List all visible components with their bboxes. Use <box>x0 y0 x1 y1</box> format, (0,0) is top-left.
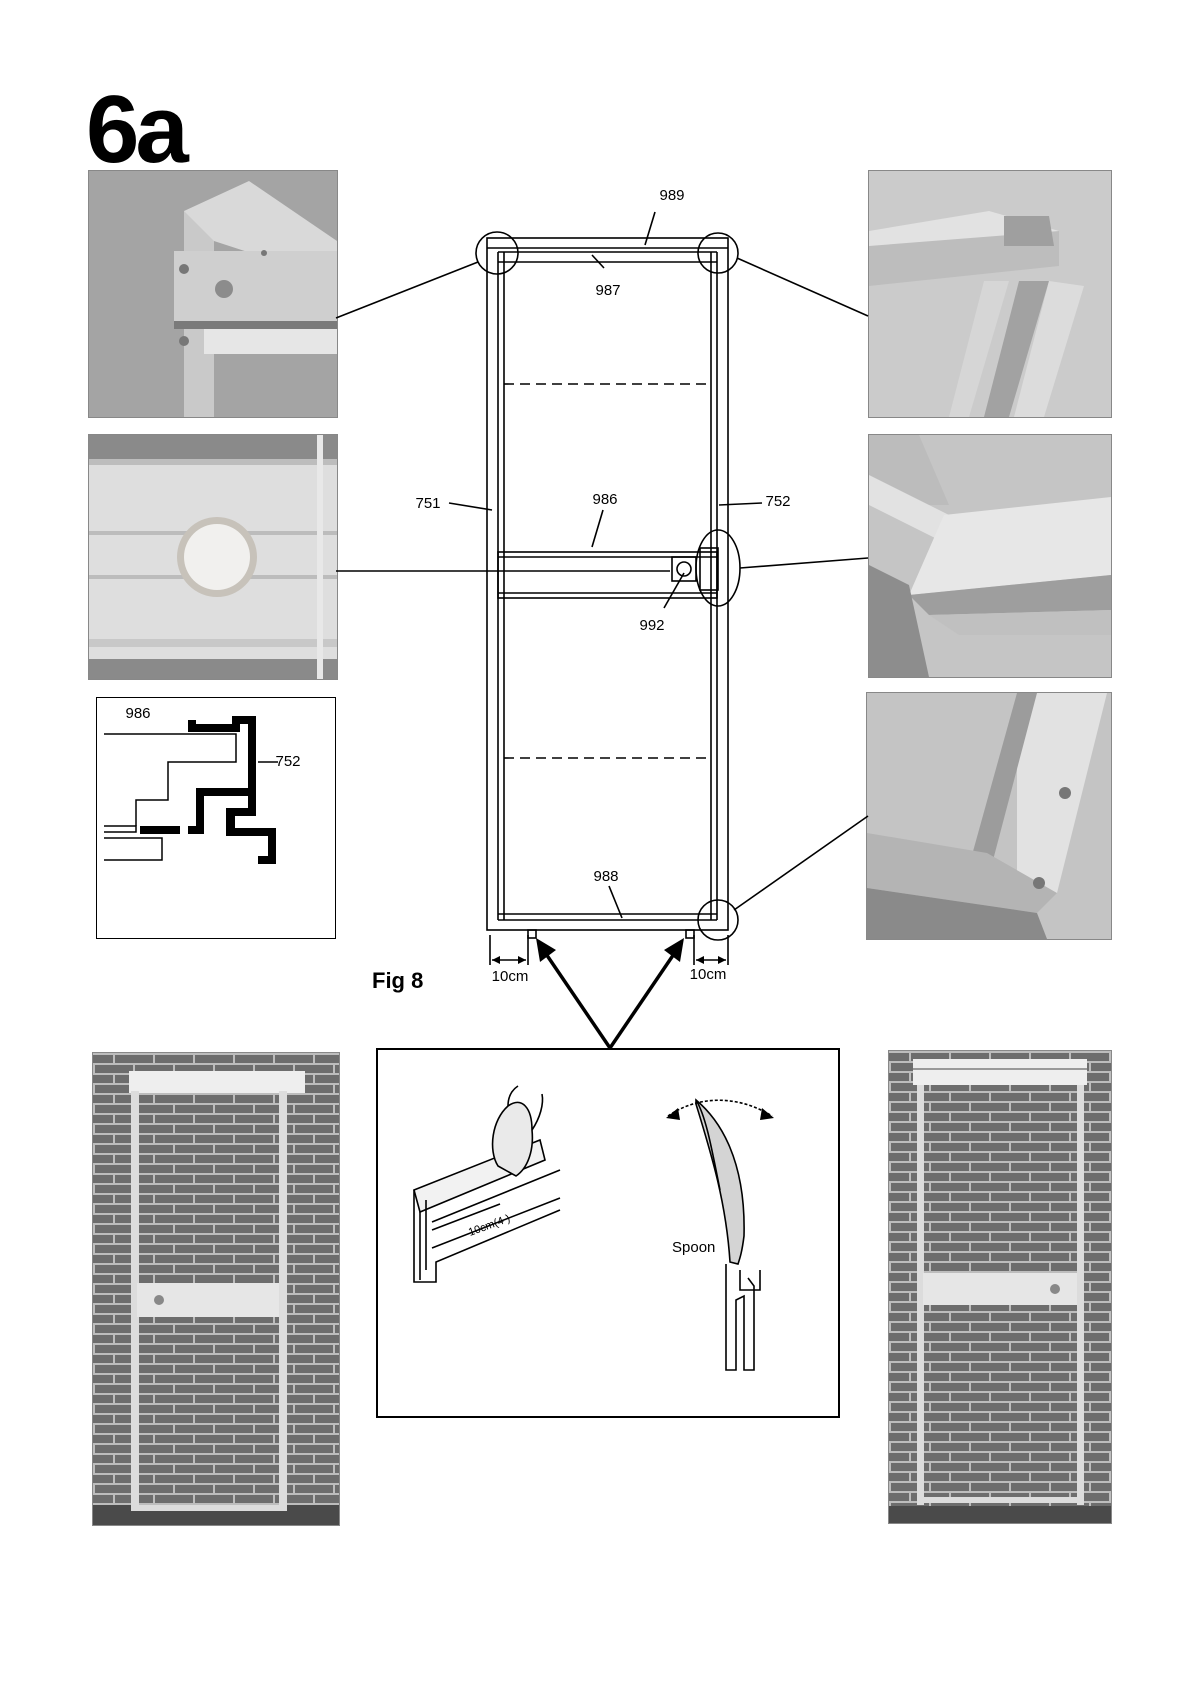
page-title: 6a <box>86 82 185 178</box>
section-detail-panel <box>96 697 336 939</box>
dimension-left: 10cm <box>492 968 529 985</box>
callout-circle-middle-right <box>696 530 740 606</box>
label-989: 989 <box>659 187 684 204</box>
callout-circle-top-right <box>698 233 738 273</box>
frame-outer <box>487 238 728 930</box>
photo-right-middle-joint <box>868 434 1112 678</box>
label-988: 988 <box>593 868 618 885</box>
inset-panel-glazing-tool <box>376 1048 840 1418</box>
label-752: 752 <box>765 493 790 510</box>
photo-frame-brick-wall-right <box>888 1050 1112 1524</box>
photo-top-corner-bolts <box>88 170 338 418</box>
photo-right-top-corner <box>868 170 1112 418</box>
handle-992 <box>672 557 696 581</box>
label-751: 751 <box>415 495 440 512</box>
figure-label: Fig 8 <box>372 968 423 993</box>
label-992: 992 <box>639 617 664 634</box>
label-987: 987 <box>595 282 620 299</box>
dimension-right: 10cm <box>690 966 727 983</box>
photo-right-bottom-corner <box>866 692 1112 940</box>
photo-frame-brick-wall-left <box>92 1052 340 1526</box>
photo-middle-rail-hole <box>88 434 338 680</box>
middle-rail-986 <box>498 552 717 598</box>
callout-circle-top-left <box>476 232 518 274</box>
label-986: 986 <box>592 491 617 508</box>
callout-circle-bottom-right <box>698 900 738 940</box>
